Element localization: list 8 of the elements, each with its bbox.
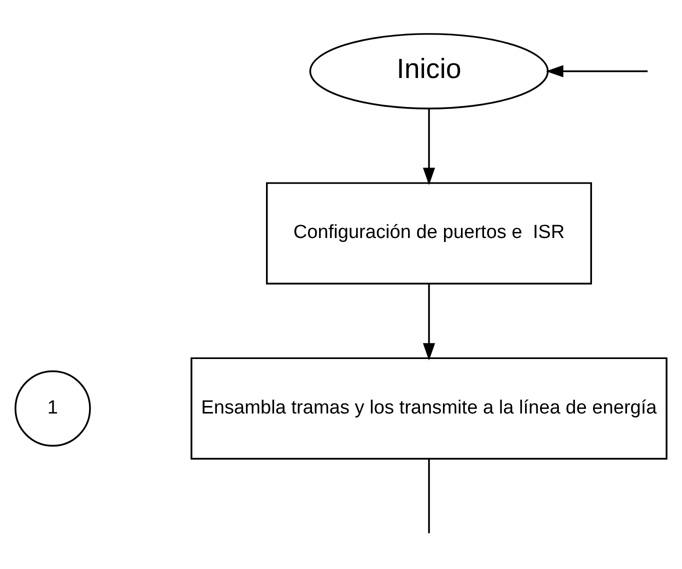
arrow (422, 108, 436, 186)
node-ellipse: Inicio (309, 33, 549, 110)
node-circle: 1 (14, 370, 91, 447)
arrow (546, 65, 648, 78)
node-box: Configuración de puertos e ISR (266, 182, 592, 284)
node-box: Ensambla tramas y los transmite a la línea de energía (190, 357, 668, 460)
arrow (422, 284, 436, 361)
connector (428, 458, 430, 534)
